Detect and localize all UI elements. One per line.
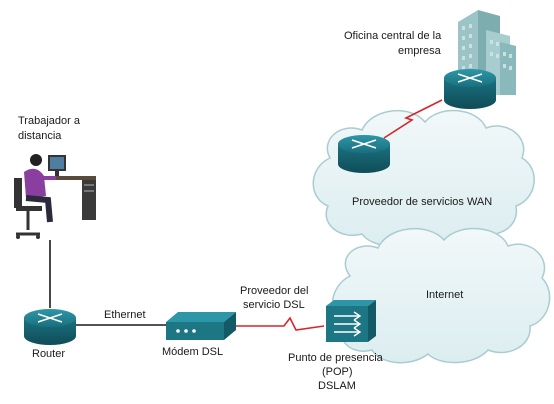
internet-cloud [331,227,551,364]
router-label: Router [32,348,65,360]
hq-label-line2: empresa [398,45,442,57]
hq-router-icon [444,69,496,109]
ethernet-label: Ethernet [104,309,146,321]
dslam-icon [326,300,376,342]
home-router-icon [24,309,76,345]
wan-provider-cloud [312,109,535,247]
dsl-link [236,316,325,331]
dsl-modem-label: Módem DSL [162,346,223,358]
hq-label-line1: Oficina central de la [344,30,442,42]
internet-label: Internet [426,289,463,301]
dsl-provider-label-line2: servicio DSL [243,299,305,311]
dsl-modem-icon [166,312,236,340]
wan-router-icon [338,135,390,173]
pop-label-line2: (POP) [322,366,353,378]
dsl-provider-label-line1: Proveedor del [240,285,309,297]
serial-link-hq-wan [383,99,443,139]
teleworker-label-line2: distancia [18,130,62,142]
teleworker-icon [14,154,96,239]
pop-label-line1: Punto de presencia [288,352,384,364]
pop-label-line3: DSLAM [318,380,356,392]
teleworker-label-line1: Trabajador a [18,115,81,127]
wan-provider-label: Proveedor de servicios WAN [352,196,492,208]
